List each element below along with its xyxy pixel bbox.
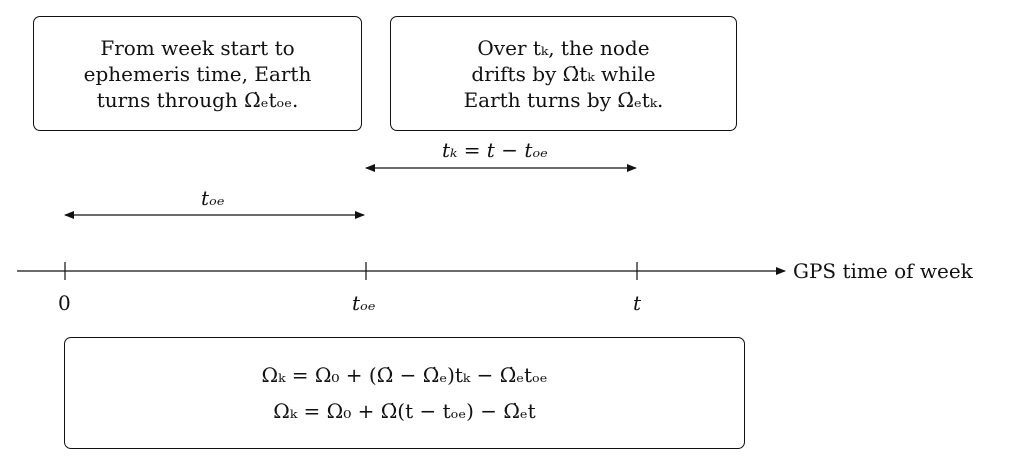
equation-1: Ωₖ = Ω₀ + (Ω̇ − Ω̇ₑ)tₖ − Ω̇ₑtₒₑ xyxy=(261,363,548,387)
note-left-line-1: From week start to xyxy=(100,35,295,60)
week-start-note-box: From week start to ephemeris time, Earth… xyxy=(33,16,362,131)
toe-interval-label: tₒₑ xyxy=(201,186,225,210)
note-right-line-3: Earth turns by Ω̇ₑtₖ. xyxy=(463,87,664,112)
equations-box: Ωₖ = Ω₀ + (Ω̇ − Ω̇ₑ)tₖ − Ω̇ₑtₒₑ Ωₖ = Ω₀ … xyxy=(64,337,745,449)
note-left-line-2: ephemeris time, Earth xyxy=(83,61,312,86)
tick-label-t: t xyxy=(633,291,642,315)
equation-2: Ωₖ = Ω₀ + Ω̇(t − tₒₑ) − Ω̇ₑt xyxy=(273,399,536,423)
note-left-line-3: turns through Ω̇ₑtₒₑ. xyxy=(96,87,299,112)
note-right-line-2: drifts by Ω̇tₖ while xyxy=(471,61,656,86)
note-right-line-1: Over tₖ, the node xyxy=(477,35,650,60)
tick-label-toe: tₒₑ xyxy=(352,291,376,315)
drift-note-box: Over tₖ, the node drifts by Ω̇tₖ while E… xyxy=(390,16,737,131)
axis-label: GPS time of week xyxy=(793,259,973,283)
tk-interval-label: tₖ = t − tₒₑ xyxy=(442,138,548,162)
tick-label-zero: 0 xyxy=(58,291,71,315)
